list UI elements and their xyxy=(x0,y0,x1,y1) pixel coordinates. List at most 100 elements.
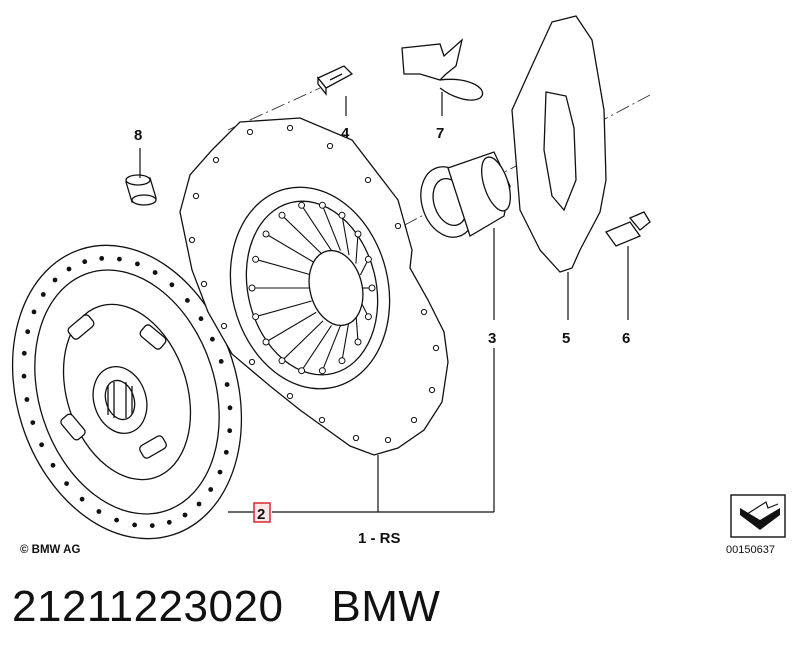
finger-rivet xyxy=(252,255,260,263)
finger-rivet xyxy=(368,284,376,292)
finger-rivet xyxy=(248,284,256,292)
finger-rivet xyxy=(338,211,346,219)
disc-rivet xyxy=(198,316,204,322)
disc-rivet xyxy=(39,442,44,448)
cover-hole xyxy=(420,308,428,316)
cover-hole xyxy=(246,128,254,136)
finger-rivet xyxy=(262,230,270,238)
disc-rivet xyxy=(149,523,155,528)
disc-rivet xyxy=(64,481,69,486)
cover-hole xyxy=(200,280,208,288)
cover-hole xyxy=(220,322,228,330)
disc-rivet xyxy=(117,256,122,262)
cover-hole xyxy=(286,392,294,400)
finger-rivet xyxy=(364,255,372,263)
disc-rivet xyxy=(185,298,190,303)
callout-8[interactable]: 8 xyxy=(134,127,142,144)
finger-rivet xyxy=(298,367,306,375)
cover-hole xyxy=(410,416,418,424)
disc-rivet xyxy=(196,501,202,507)
cover-hole xyxy=(364,176,372,184)
diaphragm-finger xyxy=(321,205,342,251)
finger-rivet xyxy=(298,201,306,209)
cover-hole xyxy=(318,416,326,424)
release-bearing[interactable] xyxy=(412,151,516,244)
disc-rivet xyxy=(182,512,188,518)
disc-rivet xyxy=(169,282,175,288)
diaphragm-finger xyxy=(301,325,332,372)
callout-3[interactable]: 3 xyxy=(488,330,496,347)
disc-rivet xyxy=(208,487,214,492)
disc-rivet xyxy=(152,270,158,275)
disc-rivet xyxy=(79,496,85,502)
pressure-plate-cover-holes xyxy=(188,124,440,444)
disc-rivet xyxy=(52,277,58,283)
brand-name: BMW xyxy=(331,582,441,631)
cover-hole xyxy=(384,436,392,444)
disc-rivet xyxy=(114,517,119,523)
diaphragm-finger xyxy=(265,233,317,265)
callout-6[interactable]: 6 xyxy=(622,330,630,347)
callout-2-highlighted[interactable]: 2 xyxy=(253,502,271,523)
disc-rivet xyxy=(25,329,31,335)
dowel-pin[interactable] xyxy=(604,211,651,247)
disc-rivet xyxy=(50,462,56,468)
disc-rivet xyxy=(82,259,88,265)
disc-rivet xyxy=(30,420,36,425)
disc-rivet xyxy=(217,469,223,475)
clutch-disc[interactable] xyxy=(0,215,278,568)
disc-rivet xyxy=(210,336,215,342)
finger-rivet xyxy=(278,211,286,219)
pilot-bush[interactable] xyxy=(125,174,157,206)
finger-rivet xyxy=(354,338,362,346)
disc-rivet xyxy=(31,309,37,315)
disc-rivet xyxy=(223,449,229,455)
disc-rivet xyxy=(227,428,233,434)
cover-hole xyxy=(326,142,334,150)
cover-bolt[interactable] xyxy=(316,65,354,96)
finger-rivet xyxy=(262,338,270,346)
finger-rivet xyxy=(318,367,326,375)
callout-2[interactable]: 2 xyxy=(257,506,265,523)
cover-hole xyxy=(248,358,256,366)
pressure-plate[interactable] xyxy=(179,117,449,456)
diaphragm-finger xyxy=(341,215,350,256)
cover-hole xyxy=(428,386,436,394)
exploded-parts-diagram: 8 4 7 3 5 6 1 - RS 2 © BMW AG 00150637 xyxy=(0,15,786,568)
disc-rivet xyxy=(166,519,172,525)
callout-4[interactable]: 4 xyxy=(341,125,350,142)
finger-rivet xyxy=(252,313,260,321)
disc-rivet xyxy=(99,256,105,261)
spring-clip[interactable] xyxy=(401,38,484,101)
cover-hole xyxy=(394,222,402,230)
part-caption: 21211223020 BMW xyxy=(12,582,440,652)
disc-rivet xyxy=(135,261,140,267)
diaphragm-finger xyxy=(281,214,324,256)
finger-rivet xyxy=(318,201,326,209)
disc-rivet xyxy=(24,397,30,402)
cover-hole xyxy=(188,236,196,244)
finger-rivet xyxy=(338,357,346,365)
disc-rivet xyxy=(227,405,233,411)
disc-rivet xyxy=(66,266,72,272)
disc-rivet xyxy=(21,373,27,379)
cover-hole xyxy=(286,124,294,132)
callout-5[interactable]: 5 xyxy=(562,330,570,347)
part-number: 21211223020 xyxy=(12,582,284,631)
disc-rivet xyxy=(132,522,138,528)
finger-rivet xyxy=(364,313,372,321)
copyright-text: © BMW AG xyxy=(20,544,80,556)
disc-rivet xyxy=(40,292,46,297)
disc-rivet xyxy=(21,350,27,356)
diaphragm-finger xyxy=(265,311,317,343)
axis-line-bolt xyxy=(227,87,321,131)
diaphragm-finger xyxy=(255,258,312,276)
view-direction-icon xyxy=(730,494,786,538)
guide-plate[interactable] xyxy=(511,15,607,273)
disc-rivet xyxy=(96,509,102,514)
callout-7[interactable]: 7 xyxy=(436,125,444,142)
diaphragm-finger xyxy=(301,204,332,251)
callout-1[interactable]: 1 - RS xyxy=(358,530,401,547)
cover-hole xyxy=(192,192,200,200)
finger-rivet xyxy=(278,357,286,365)
